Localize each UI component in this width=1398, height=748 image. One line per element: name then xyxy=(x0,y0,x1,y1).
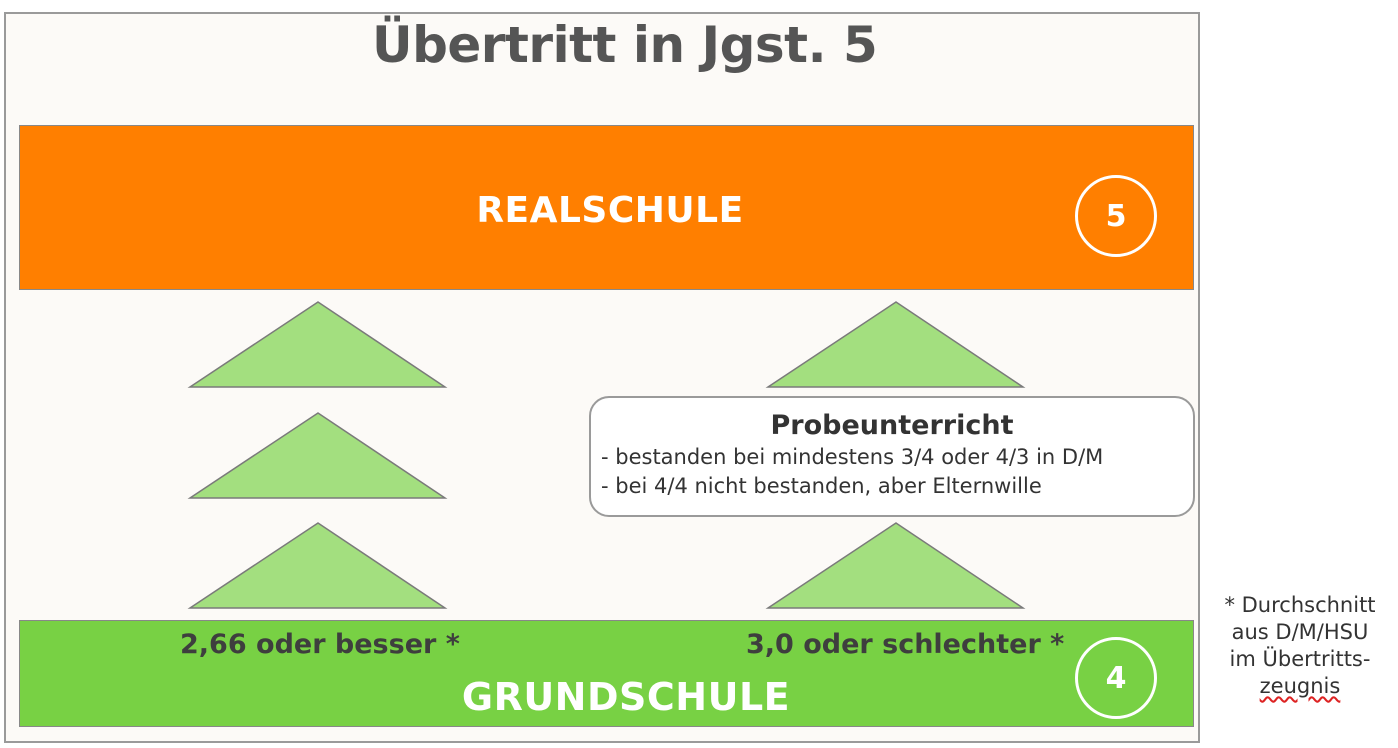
probe-line: - bestanden bei mindestens 3/4 oder 4/3 … xyxy=(601,445,1104,469)
left-triangle-middle xyxy=(187,412,448,499)
footnote-line: * Durchschnitt xyxy=(1224,593,1376,617)
left-triangle-top xyxy=(187,301,448,388)
right-triangle-bottom xyxy=(765,522,1026,609)
grade-5-circle: 5 xyxy=(1075,175,1157,257)
realschule-band: REALSCHULE 5 xyxy=(19,125,1194,290)
footnote-line: zeugnis xyxy=(1259,674,1341,698)
right-condition: 3,0 oder schlechter * xyxy=(746,629,1065,660)
probe-line: - bei 4/4 nicht bestanden, aber Elternwi… xyxy=(601,474,1042,498)
realschule-label: REALSCHULE xyxy=(476,190,744,231)
grundschule-band: 2,66 oder besser * 3,0 oder schlechter *… xyxy=(19,620,1194,727)
probeunterricht-box: Probeunterricht - bestanden bei mindeste… xyxy=(589,396,1195,517)
probe-title: Probeunterricht xyxy=(770,410,1014,441)
footnote-line: im Übertritts- xyxy=(1229,647,1371,671)
left-triangle-bottom xyxy=(187,522,448,609)
footnote-line: aus D/M/HSU xyxy=(1231,620,1369,644)
page-title: Übertritt in Jgst. 5 xyxy=(372,16,878,74)
footnote: * Durchschnitt aus D/M/HSU im Übertritts… xyxy=(1210,592,1390,700)
left-condition: 2,66 oder besser * xyxy=(180,629,460,660)
grundschule-label: GRUNDSCHULE xyxy=(461,675,791,719)
grade-4-circle: 4 xyxy=(1075,637,1157,719)
right-triangle-top xyxy=(765,301,1026,388)
